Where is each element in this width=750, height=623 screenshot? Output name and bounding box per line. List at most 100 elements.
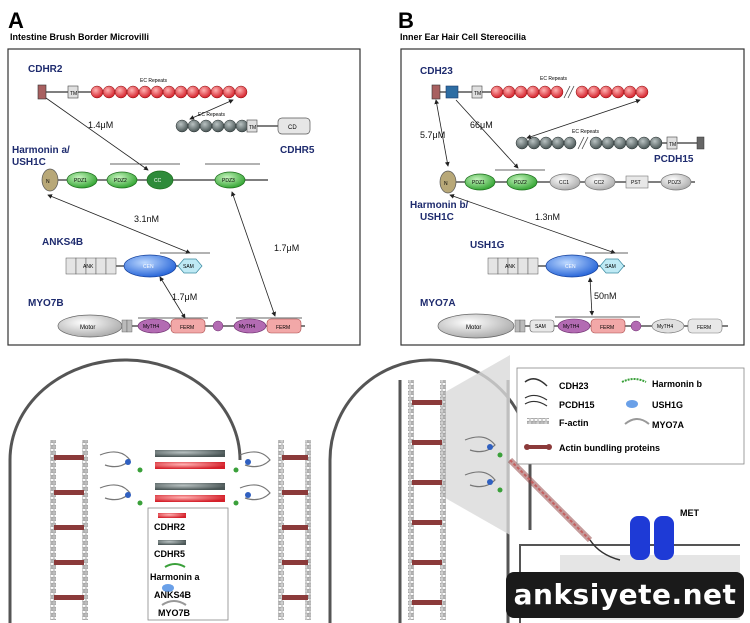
harmonin-a-label-line1: Harmonin a/	[12, 145, 70, 156]
met-channel	[630, 516, 674, 560]
pcdh15-protein: TM	[515, 136, 705, 150]
legend-b-factin: F-actin	[559, 418, 589, 428]
harmonin-anks4b-affinity: 3.1nM	[134, 214, 159, 224]
svg-text:CEN: CEN	[143, 264, 154, 270]
panel-b-title: Inner Ear Hair Cell Stereocilia	[400, 32, 527, 42]
myo7a-protein: Motor SAM MyTH4 FERM MyTH4 FERM	[437, 313, 728, 339]
svg-text:MyTH4: MyTH4	[657, 324, 673, 330]
svg-text:SAM: SAM	[183, 264, 194, 270]
myo7b-protein: Motor MyTH4 FERM MyTH4 FERM	[57, 314, 305, 338]
svg-text:PDZ1: PDZ1	[74, 178, 87, 184]
svg-text:Motor: Motor	[80, 325, 95, 331]
svg-text:CD: CD	[288, 125, 297, 131]
ush1g-myo7a-affinity: 50nM	[594, 291, 617, 301]
svg-text:N: N	[444, 181, 448, 187]
cdh23-label: CDH23	[420, 66, 453, 77]
cdh23-pdz2-arrow	[455, 99, 519, 169]
cdhr2-cdhr5-affinity: 1.4μM	[88, 120, 113, 130]
legend-b-cdh23: CDH23	[559, 381, 589, 391]
svg-text:PDZ1: PDZ1	[472, 180, 485, 186]
svg-text:ANK: ANK	[83, 264, 94, 270]
svg-text:MyTH4: MyTH4	[143, 324, 159, 330]
harmonin-anks4b-arrow	[47, 194, 191, 254]
panel-a-letter: A	[8, 8, 24, 33]
cdh23-protein: TM	[431, 84, 649, 100]
anks4b-protein: ANK CEN SAM	[65, 254, 203, 278]
cdhr5-protein: TM CD	[175, 117, 311, 135]
cdh23-harmonin-arrow	[434, 99, 450, 167]
svg-text:TM: TM	[249, 125, 256, 131]
cdh23-harmonin-affinity: 5.7μM	[420, 130, 445, 140]
svg-text:CC: CC	[154, 178, 162, 184]
cdhr2-protein: TM	[37, 84, 248, 100]
legend-a-myo7b: MYO7B	[158, 608, 191, 618]
svg-text:CC1: CC1	[559, 180, 569, 186]
svg-text:PDZ3: PDZ3	[668, 180, 681, 186]
panel-b-letter: B	[398, 8, 414, 33]
cdh23-ec-label: EC Repeats	[540, 76, 567, 82]
legend-b-ush1g: USH1G	[652, 400, 683, 410]
cdhr2-harmonin-arrow	[45, 97, 149, 171]
cdhr2-ec-label: EC Repeats	[140, 78, 167, 84]
pcdh15-label: PCDH15	[654, 154, 694, 165]
legend-b-pcdh15: PCDH15	[559, 400, 595, 410]
harmonin-b-label-line2: USH1C	[420, 212, 454, 223]
legend-a-cdhr2: CDHR2	[154, 522, 185, 532]
svg-text:SAM: SAM	[605, 264, 616, 270]
svg-text:PDZ2: PDZ2	[114, 178, 127, 184]
legend-b-myo7a: MYO7A	[652, 420, 685, 430]
legend-a-harmonin-a: Harmonin a	[150, 572, 201, 582]
cdh23-pcdh15-affinity: 66μM	[470, 120, 493, 130]
watermark-badge: anksiyete.net	[506, 572, 744, 618]
svg-text:Motor: Motor	[466, 325, 481, 331]
legend-a-cdhr5: CDHR5	[154, 549, 185, 559]
cdhr5-ec-label: EC Repeats	[198, 112, 225, 118]
cdhr2-ec-repeats	[90, 85, 248, 99]
svg-text:MyTH4: MyTH4	[239, 324, 255, 330]
anks4b-myo7b-affinity: 1.7μM	[172, 292, 197, 302]
svg-text:CEN: CEN	[565, 264, 576, 270]
ush1g-protein: ANK CEN SAM	[487, 254, 625, 278]
cdh23-ec-repeats	[490, 85, 649, 99]
harmonin-myo7b-affinity: 1.7μM	[274, 243, 299, 253]
cdhr2-cdhr5-binding-arrow	[189, 99, 234, 120]
svg-text:PST: PST	[631, 180, 641, 186]
svg-text:TM: TM	[474, 91, 481, 97]
svg-text:ANK: ANK	[505, 264, 516, 270]
svg-text:PDZ2: PDZ2	[514, 180, 527, 186]
ush1g-myo7a-arrow	[587, 277, 595, 316]
svg-text:SAM: SAM	[535, 324, 546, 330]
harmonin-b-label-line1: Harmonin b/	[410, 200, 469, 211]
cdh23-pcdh15-arrow	[526, 99, 641, 139]
svg-text:PDZ3: PDZ3	[222, 178, 235, 184]
met-label: MET	[680, 508, 700, 518]
myo7b-label: MYO7B	[28, 298, 64, 309]
harmonin-b-protein: N PDZ1 PDZ2 CC1 CC2 PST PDZ3	[439, 170, 695, 194]
harmonin-ush1g-arrow	[449, 194, 616, 254]
legend-a-anks4b: ANKS4B	[154, 590, 192, 600]
harmonin-a-protein: N PDZ1 PDZ2 CC PDZ3	[41, 168, 268, 192]
harmonin-myo7b-arrow	[231, 191, 276, 317]
svg-text:MyTH4: MyTH4	[563, 324, 579, 330]
harmonin-a-label-line2: USH1C	[12, 157, 46, 168]
svg-text:FERM: FERM	[276, 325, 290, 331]
cdhr5-label: CDHR5	[280, 145, 315, 156]
cdhr2-label: CDHR2	[28, 64, 63, 75]
svg-text:FERM: FERM	[180, 325, 194, 331]
anks4b-label: ANKS4B	[42, 237, 83, 248]
svg-text:TM: TM	[70, 91, 77, 97]
myo7a-label: MYO7A	[420, 298, 456, 309]
harmonin-ush1g-affinity: 1.3nM	[535, 212, 560, 222]
svg-text:FERM: FERM	[600, 325, 614, 331]
anks4b-myo7b-arrow	[159, 276, 186, 319]
legend-b-harmonin-b: Harmonin b	[652, 379, 703, 389]
pcdh15-ec-label: EC Repeats	[572, 129, 599, 135]
svg-text:CC2: CC2	[594, 180, 604, 186]
svg-text:TM: TM	[669, 142, 676, 148]
legend-b-bundling: Actin bundling proteins	[559, 443, 660, 453]
panel-a-title: Intestine Brush Border Microvilli	[10, 32, 149, 42]
ush1g-label: USH1G	[470, 240, 505, 251]
svg-text:FERM: FERM	[697, 325, 711, 331]
svg-text:N: N	[46, 179, 50, 185]
